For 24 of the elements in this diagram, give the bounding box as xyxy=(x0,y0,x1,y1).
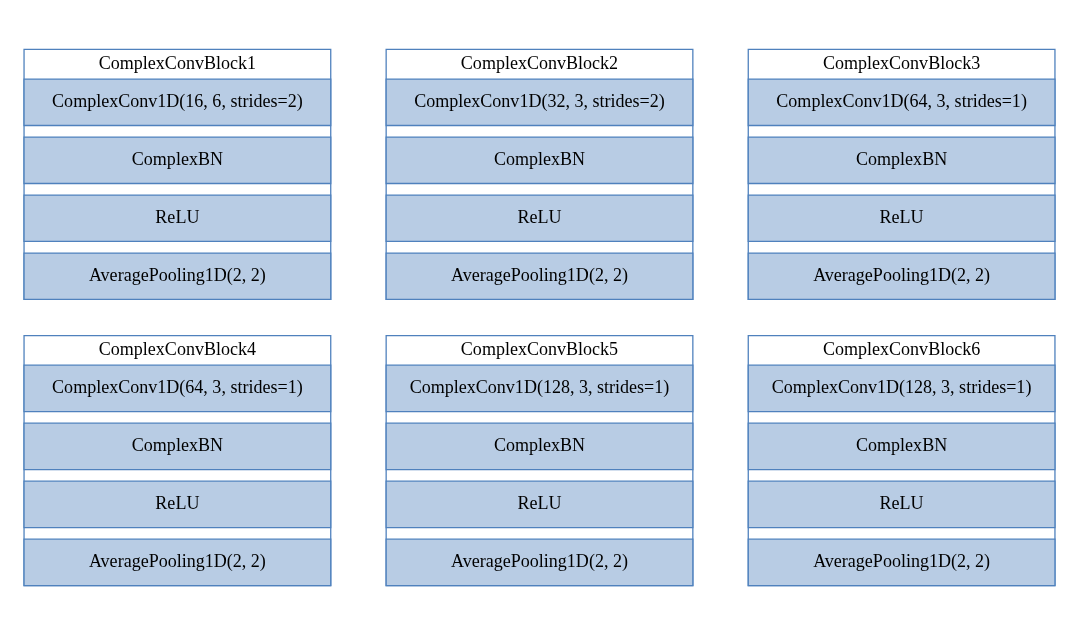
node-box: ReLU xyxy=(23,194,332,243)
node-box: ComplexConv1D(16, 6, strides=2) xyxy=(23,78,332,127)
node-box: ComplexBN xyxy=(23,422,332,471)
node-box: ReLU xyxy=(747,480,1056,529)
node-box: AveragePooling1D(2, 2) xyxy=(385,252,694,301)
node-box: ReLU xyxy=(23,480,332,529)
node-box: AveragePooling1D(2, 2) xyxy=(23,252,332,301)
node-box: ReLU xyxy=(385,480,694,529)
node-box: ComplexConv1D(32, 3, strides=2) xyxy=(385,78,694,127)
node-box: ReLU xyxy=(385,194,694,243)
node-box: ComplexBN xyxy=(385,422,694,471)
node-box: AveragePooling1D(2, 2) xyxy=(747,252,1056,301)
node-box: ComplexBN xyxy=(23,136,332,185)
node-box: AveragePooling1D(2, 2) xyxy=(385,538,694,587)
node-box: ComplexBN xyxy=(747,136,1056,185)
node-box: ComplexBN xyxy=(385,136,694,185)
node-box: AveragePooling1D(2, 2) xyxy=(747,538,1056,587)
node-box: ReLU xyxy=(747,194,1056,243)
node-box: ComplexBN xyxy=(747,422,1056,471)
node-box: ComplexConv1D(128, 3, strides=1) xyxy=(385,364,694,413)
node-box: ComplexConv1D(128, 3, strides=1) xyxy=(747,364,1056,413)
node-box: ComplexConv1D(64, 3, strides=1) xyxy=(747,78,1056,127)
node-box: AveragePooling1D(2, 2) xyxy=(23,538,332,587)
node-box: ComplexConv1D(64, 3, strides=1) xyxy=(23,364,332,413)
